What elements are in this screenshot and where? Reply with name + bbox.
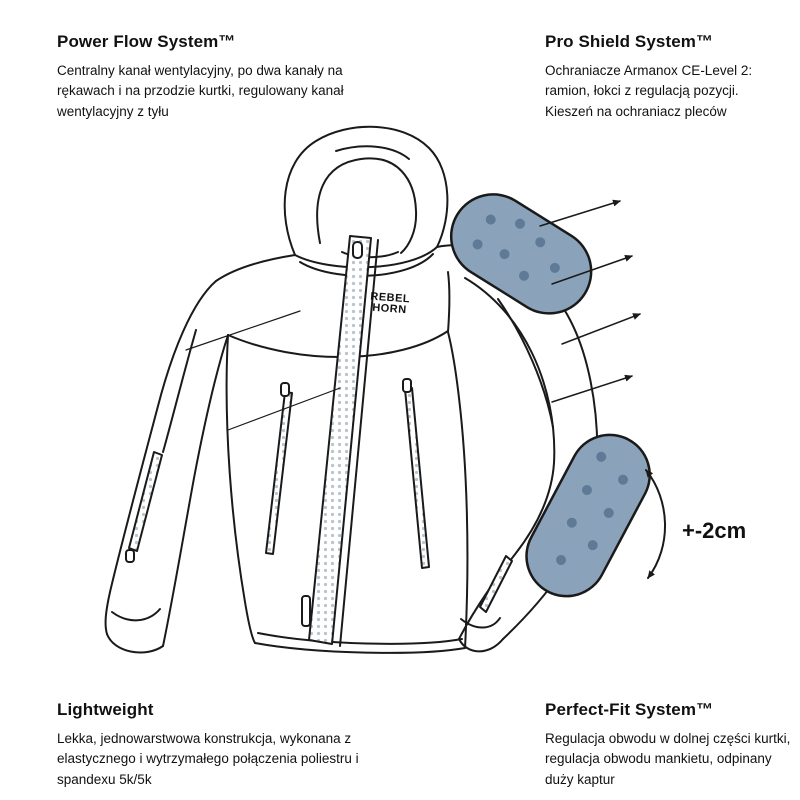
feature-power-flow: Power Flow System™ Centralny kanał wenty…	[57, 32, 362, 122]
brand-logo: REBEL HORN	[370, 291, 411, 317]
feature-power-flow-description: Centralny kanał wentylacyjny, po dwa kan…	[57, 63, 344, 119]
left-sleeve-outline	[104, 280, 229, 654]
feature-pro-shield-description: Ochraniacze Armanox CE-Level 2: ramion, …	[545, 63, 753, 119]
feature-lightweight-title: Lightweight	[57, 700, 154, 719]
vent-pointer-lines	[185, 310, 341, 431]
elbow-protector-vent-holes	[556, 451, 629, 566]
feature-perfect-fit-title: Perfect-Fit System™	[545, 700, 714, 719]
shoulder-protector-vent-holes	[472, 214, 560, 281]
hem-adjuster	[301, 595, 311, 627]
feature-lightweight: Lightweight Lekka, jednowarstwowa konstr…	[57, 700, 392, 790]
elbow-adjustment-arrow	[645, 469, 666, 579]
feature-perfect-fit-description: Regulacja obwodu w dolnej części kurtki,…	[545, 731, 791, 787]
feature-perfect-fit: Perfect-Fit System™ Regulacja obwodu w d…	[545, 700, 793, 790]
elbow-adjustment-label: +-2cm	[682, 518, 746, 543]
right-sleeve-vent-zipper	[479, 555, 513, 613]
shoulder-protector	[449, 193, 593, 315]
feature-pro-shield-title: Pro Shield System™	[545, 32, 714, 51]
brand-logo-line2: HORN	[372, 302, 407, 316]
protector-pointer-arrows	[539, 199, 641, 403]
feature-power-flow-title: Power Flow System™	[57, 32, 236, 51]
left-sleeve-vent-zipper	[125, 451, 163, 563]
right-pocket-zipper	[402, 378, 430, 569]
elbow-protector	[525, 433, 651, 598]
left-pocket-zipper	[265, 382, 293, 555]
feature-lightweight-description: Lekka, jednowarstwowa konstrukcja, wykon…	[57, 731, 359, 787]
center-zipper	[308, 235, 379, 647]
brand-logo-line1: REBEL	[370, 291, 411, 306]
feature-pro-shield: Pro Shield System™ Ochraniacze Armanox C…	[545, 32, 783, 122]
